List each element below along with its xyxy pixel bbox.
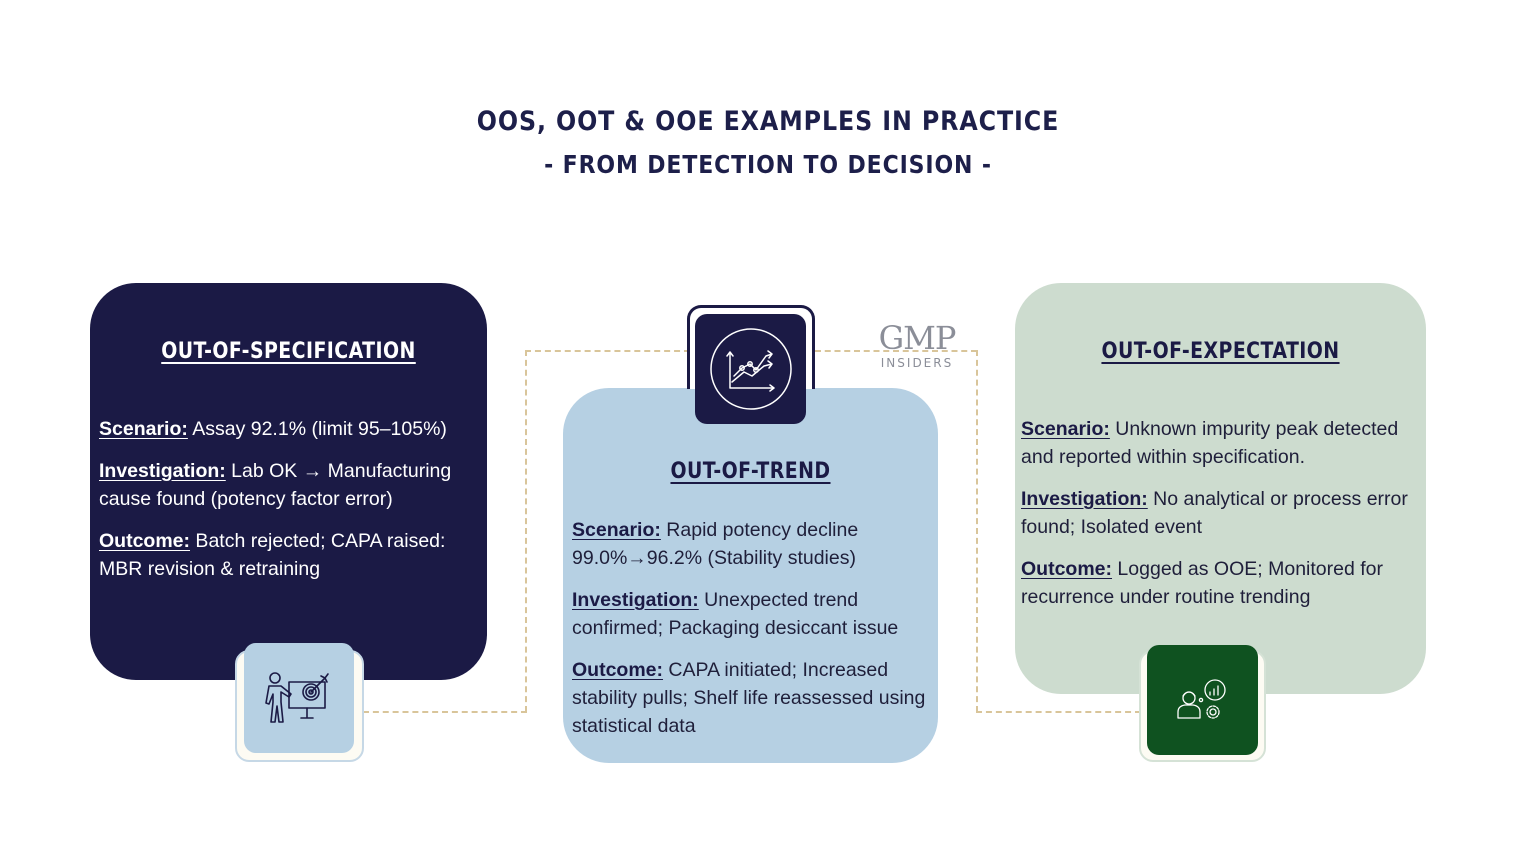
card-out-of-specification: OUT-OF-SPECIFICATION Scenario: Assay 92.… — [90, 283, 487, 680]
logo-text: INSIDERS — [880, 356, 954, 370]
item-text: Unexpected trend confirmed; Packaging de… — [572, 589, 899, 639]
oot-icon-tile — [695, 314, 806, 424]
item-label: Investigation: — [99, 460, 226, 482]
item-text: Assay 92.1% (limit 95–105%) — [187, 418, 447, 440]
item-label: Outcome: — [1021, 558, 1113, 580]
page-subtitle: - From Detection to Decision - — [544, 150, 992, 179]
connector-left-horizontal-bottom — [363, 711, 527, 713]
item-text: Rapid potency decline 99.0%→96.2% (Stabi… — [572, 519, 859, 569]
logo-mark: GMP — [878, 319, 957, 357]
card-heading: OUT-OF-TREND — [670, 459, 831, 484]
item-text: Lab OK → Manufacturing cause found (pote… — [99, 460, 452, 510]
scenario-item: Scenario: Assay 92.1% (limit 95–105%) — [99, 415, 484, 443]
analyst-thinking-icon — [1176, 679, 1226, 719]
item-text: Logged as OOE; Monitored for recurrence … — [1021, 558, 1383, 608]
item-text: Unknown impurity peak detected and repor… — [1021, 418, 1399, 468]
item-label: Outcome: — [99, 530, 191, 552]
item-text: CAPA initiated; Increased stability pull… — [572, 659, 926, 737]
investigation-item: Investigation: Unexpected trend confirme… — [572, 586, 937, 642]
page-title: OOS, OOT & OOE Examples in Practice — [476, 106, 1060, 137]
scenario-item: Scenario: Rapid potency decline 99.0%→96… — [572, 516, 937, 572]
investigation-item: Investigation: No analytical or process … — [1021, 485, 1421, 541]
outcome-item: Outcome: Batch rejected; CAPA raised: MB… — [99, 527, 484, 583]
item-label: Scenario: — [1021, 418, 1110, 440]
card-out-of-expectation: OUT-OF-EXPECTATION Scenario: Unknown imp… — [1015, 283, 1426, 694]
card-heading: OUT-OF-EXPECTATION — [1101, 339, 1340, 364]
card-heading: OUT-OF-SPECIFICATION — [161, 339, 416, 364]
card-out-of-trend: OUT-OF-TREND Scenario: Rapid potency dec… — [563, 388, 938, 763]
scenario-item: Scenario: Unknown impurity peak detected… — [1021, 415, 1421, 471]
connector-right-horizontal-bottom — [976, 711, 1141, 713]
connector-left-vertical — [525, 350, 527, 712]
oos-icon-tile — [244, 643, 354, 753]
item-text: Batch rejected; CAPA raised: MBR revisio… — [99, 530, 446, 580]
presenter-target-icon — [265, 672, 329, 723]
connector-right-vertical — [976, 350, 978, 712]
connector-left-horizontal-top — [525, 350, 690, 352]
investigation-item: Investigation: Lab OK → Manufacturing ca… — [99, 457, 484, 513]
item-label: Scenario: — [572, 519, 661, 541]
outcome-item: Outcome: Logged as OOE; Monitored for re… — [1021, 555, 1421, 611]
trend-chart-icon — [709, 328, 792, 410]
connector-right-horizontal-top — [815, 350, 977, 352]
item-label: Investigation: — [1021, 488, 1148, 510]
item-label: Outcome: — [572, 659, 664, 681]
gmp-insiders-logo: GMP INSIDERS — [872, 322, 962, 382]
card-body: Scenario: Unknown impurity peak detected… — [1021, 415, 1421, 625]
item-label: Scenario: — [99, 418, 188, 440]
card-body: Scenario: Rapid potency decline 99.0%→96… — [572, 516, 937, 754]
outcome-item: Outcome: CAPA initiated; Increased stabi… — [572, 656, 937, 740]
item-text: No analytical or process error found; Is… — [1021, 488, 1408, 538]
card-body: Scenario: Assay 92.1% (limit 95–105%) In… — [99, 415, 484, 597]
item-label: Investigation: — [572, 589, 699, 611]
ooe-icon-tile — [1147, 645, 1258, 755]
